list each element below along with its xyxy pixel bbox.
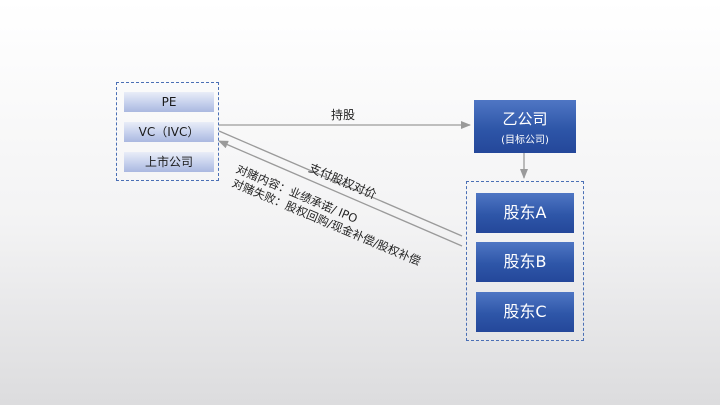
- payment-arrow: [218, 130, 463, 237]
- investor-group: PE VC（IVC） 上市公司: [116, 82, 219, 181]
- investor-listed-company: 上市公司: [124, 152, 214, 172]
- target-company-box: 乙公司 (目标公司): [474, 100, 576, 153]
- shareholder-c: 股东C: [476, 292, 574, 332]
- target-company-subtitle: (目标公司): [501, 135, 549, 146]
- shareholder-group: 股东A 股东B 股东C: [466, 181, 584, 341]
- investor-pe: PE: [124, 92, 214, 112]
- shareholder-b: 股东B: [476, 242, 574, 282]
- investor-vc: VC（IVC）: [124, 122, 214, 142]
- target-company-title: 乙公司: [502, 110, 548, 128]
- bet-arrow: [218, 140, 463, 247]
- shareholder-a: 股东A: [476, 193, 574, 233]
- hold-label: 持股: [331, 108, 356, 122]
